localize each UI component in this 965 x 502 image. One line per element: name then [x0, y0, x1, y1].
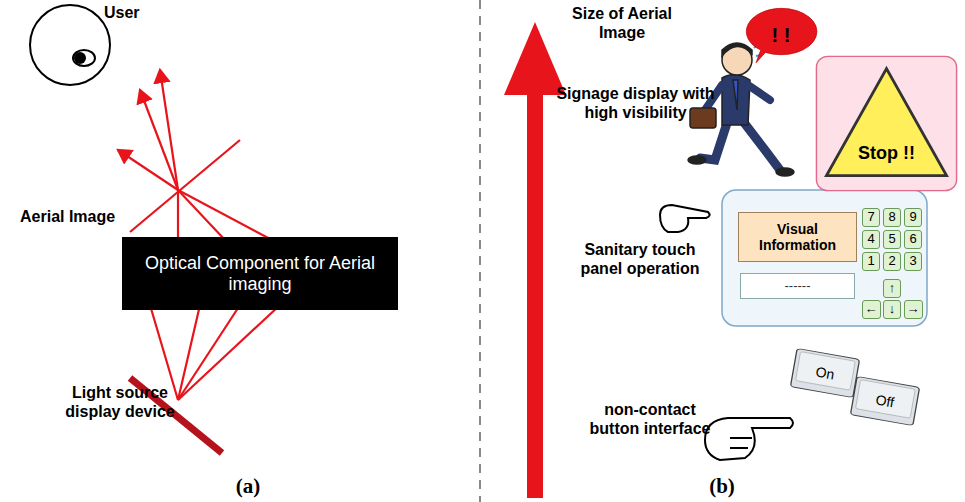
input-field: ------ — [740, 273, 855, 299]
aerial-image-label: Aerial Image — [20, 207, 140, 226]
node-text: Visual Information — [739, 221, 856, 253]
panel-letter: (a) — [228, 474, 268, 499]
light-source-label: Light source display device — [55, 383, 185, 421]
node-text: 4 — [867, 232, 874, 247]
key-button: 7 — [862, 208, 880, 227]
node-text: 9 — [909, 210, 916, 225]
node-text: ← — [865, 302, 878, 317]
key-button: 8 — [883, 208, 901, 227]
key-button: 5 — [883, 230, 901, 249]
key-button: ← — [862, 300, 881, 319]
off-button: Off — [849, 375, 921, 428]
use-case-label: Sanitary touch panel operation — [570, 240, 710, 278]
node-text: 5 — [888, 232, 895, 247]
user-label: User — [104, 3, 164, 22]
key-button: 6 — [904, 230, 922, 249]
node-text: 7 — [867, 210, 874, 225]
key-button: 1 — [862, 252, 880, 271]
key-button: 2 — [883, 252, 901, 271]
node-text: 3 — [909, 254, 916, 269]
node-text: Stop !! — [858, 143, 915, 164]
key-button: ↓ — [883, 300, 901, 319]
stop-outline — [815, 55, 958, 192]
key-button: → — [904, 300, 923, 319]
use-case-label: non-contact button interface — [580, 400, 720, 438]
visual-information-box: Visual Information — [738, 212, 857, 262]
node-text: ------ — [785, 279, 811, 294]
node-text: → — [907, 302, 920, 317]
key-button: 4 — [862, 230, 880, 249]
node-text: ! ! — [772, 24, 791, 47]
key-button: 3 — [904, 252, 922, 271]
node-text: ↓ — [889, 302, 896, 317]
on-button: On — [789, 347, 861, 400]
use-case-label: Signage display with high visibility — [548, 84, 723, 122]
stop-sign-panel: Stop !! — [815, 55, 958, 192]
node-text: 2 — [888, 254, 895, 269]
speech-bubble: ! ! — [742, 6, 820, 64]
node-text: Off — [875, 391, 896, 410]
panel-letter: (b) — [702, 474, 742, 499]
node-text: 8 — [888, 210, 895, 225]
axis-label: Size of Aerial Image — [562, 4, 682, 42]
node-text: Optical Component for Aerial imaging — [144, 253, 376, 294]
node-text: On — [814, 363, 835, 382]
node-text: ↑ — [889, 281, 896, 296]
node-text: 1 — [867, 254, 874, 269]
node-text: 6 — [909, 232, 916, 247]
key-button: 9 — [904, 208, 922, 227]
optical-component-box: Optical Component for Aerial imaging — [122, 237, 398, 310]
key-button: ↑ — [883, 279, 901, 298]
